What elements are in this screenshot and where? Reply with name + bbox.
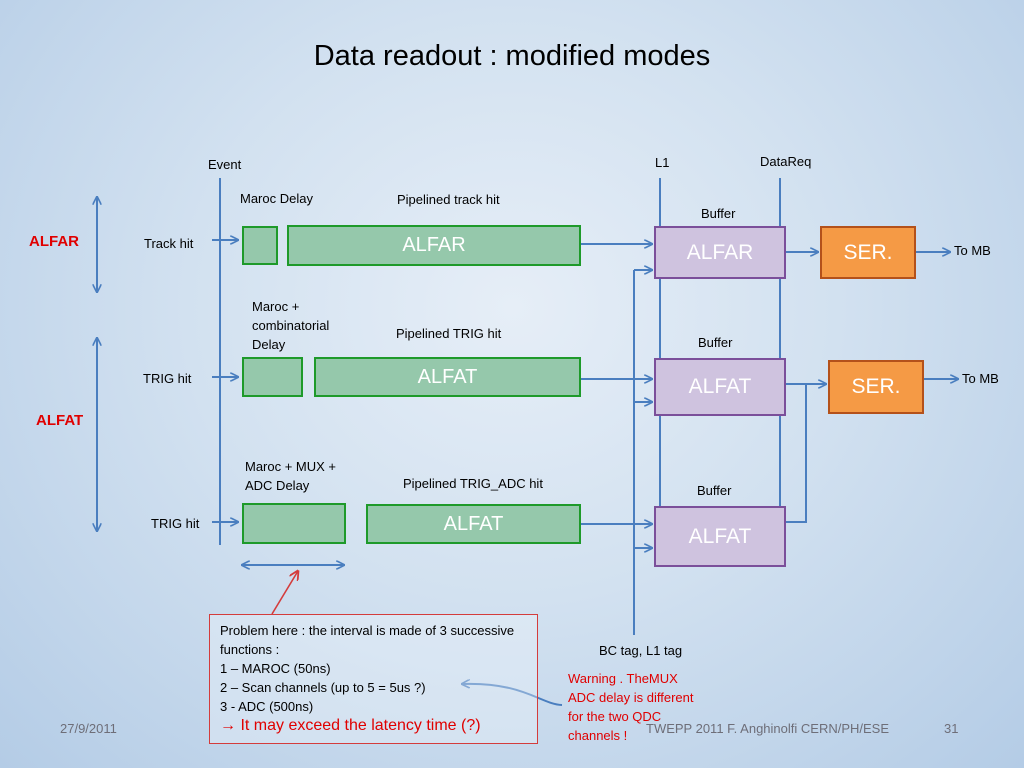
right-arrow-icon: → [220,717,241,734]
buffer-label-2: Buffer [698,335,733,350]
input-label-track-hit: Track hit [144,236,194,251]
pipeline-box-alfat-2: ALFAT [366,504,581,544]
slide-title: Data readout : modified modes [313,40,711,72]
input-label-trig-hit-1: TRIG hit [143,371,192,386]
group-label-alfar: ALFAR [29,233,79,250]
pipeline-label-track: Pipelined track hit [397,192,500,207]
buffer3-to-ser2 [786,384,807,523]
pipeline-box-alfat-1: ALFAT [314,357,581,397]
buffer-label-1: Buffer [701,206,736,221]
buffer-label-3: Buffer [697,483,732,498]
event-label: Event [208,157,242,172]
input-label-trig-hit-2: TRIG hit [151,516,200,531]
buffer-box-alfat-2: ALFAT [654,506,786,567]
bc-tag-label: BC tag, L1 tag [599,643,683,658]
warning-text: Warning . TheMUX ADC delay is different … [568,671,694,743]
delay-box-1 [242,226,278,265]
pipeline-label-trig: Pipelined TRIG hit [396,326,502,341]
note-line-4: 3 - ADC (500ns) [220,699,314,714]
note-line-3: 2 – Scan channels (up to 5 = 5us ?) [220,680,426,695]
note-line-1: Problem here : the interval is made of 3… [220,623,515,657]
problem-note: Problem here : the interval is made of 3… [209,614,538,744]
delay-label-mux-adc: Maroc + MUX + ADC Delay [245,459,337,493]
note-line-5: It may exceed the latency time (?) [240,717,481,734]
delay-box-2 [242,357,303,397]
l1-label: L1 [655,155,670,170]
delay-box-3 [242,503,346,544]
datareq-label: DataReq [760,154,812,169]
note-conclusion: → It may exceed the latency time (?) [220,716,527,735]
note-pointer-arrow [271,571,298,615]
footer-text: TWEPP 2011 F. Anghinolfi CERN/PH/ESE [646,721,890,736]
buffer-box-alfat-1: ALFAT [654,358,786,416]
warning-pointer-arrow [462,684,563,706]
group-label-alfat: ALFAT [36,412,84,429]
ser-box-1: SER. [820,226,916,279]
delay-label-maroc: Maroc Delay [240,191,313,206]
to-mb-label-2: To MB [962,371,999,386]
buffer-box-alfar: ALFAR [654,226,786,279]
pipeline-box-alfar: ALFAR [287,225,581,266]
note-line-2: 1 – MAROC (50ns) [220,661,331,676]
to-mb-label-1: To MB [954,243,991,258]
delay-label-combinatorial: Maroc + combinatorial Delay [252,299,330,352]
ser-box-2: SER. [828,360,924,414]
footer-date: 27/9/2011 [60,721,117,736]
pipeline-label-trig-adc: Pipelined TRIG_ADC hit [403,476,543,491]
page-number: 31 [944,721,959,736]
